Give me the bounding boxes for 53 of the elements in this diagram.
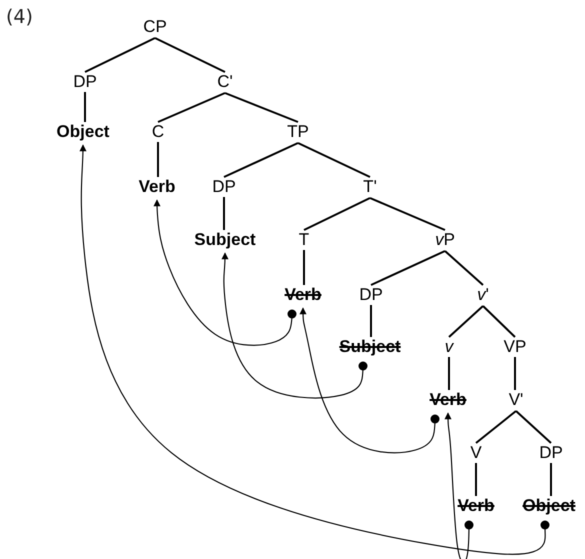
category-label: VP [502,338,528,356]
movement-arrow [80,144,550,555]
movement-arrow [154,199,296,346]
category-label: V' [508,391,524,409]
tree-branch [84,92,86,122]
tree-branch [448,305,484,338]
word-label: Subject [193,231,257,249]
tree-branch [515,410,552,444]
tree-branch [482,305,516,338]
word-label: Verb [138,178,176,196]
tree-branch [550,463,552,496]
category-label: TP [286,123,310,141]
tree-branch [370,250,446,286]
category-label: C' [216,73,234,91]
tree-branch [224,92,298,123]
trace-label: Subject [338,338,402,356]
tree-branch [84,37,156,73]
example-number: (4) [6,6,33,28]
trace-label: Object [522,497,576,515]
category-label: DP [358,286,384,304]
tree-branch [475,463,477,496]
tree-branch [475,410,517,444]
tree-branch [444,250,484,286]
tree-branch [224,142,298,178]
tree-branch [154,37,226,73]
category-label: DP [538,444,564,462]
category-label: V [469,444,483,462]
category-label: T' [362,178,378,196]
tree-branch [158,92,226,123]
word-label: Object [56,123,110,141]
category-label: vP [434,231,456,249]
trace-label: Verb [456,497,496,515]
tree-branch [370,197,446,231]
category-label: v [444,338,454,356]
category-label: DP [211,178,237,196]
tree-branch [448,357,450,390]
movement-arrow [222,252,368,398]
trace-label: Verb [284,286,322,304]
category-label: DP [72,73,98,91]
movement-arrow [300,307,440,454]
category-label: v' [476,286,490,304]
category-label: C [150,123,166,141]
category-label: T [298,231,310,249]
movement-arrow [444,412,474,559]
tree-branch [370,305,372,337]
trace-label: Verb [428,391,468,409]
tree-branch [514,357,516,390]
category-label: CP [142,18,168,36]
tree-branch [304,197,370,231]
tree-branch [303,250,305,285]
tree-branch [223,197,225,230]
tree-branch [298,142,370,178]
tree-branch [157,142,159,177]
